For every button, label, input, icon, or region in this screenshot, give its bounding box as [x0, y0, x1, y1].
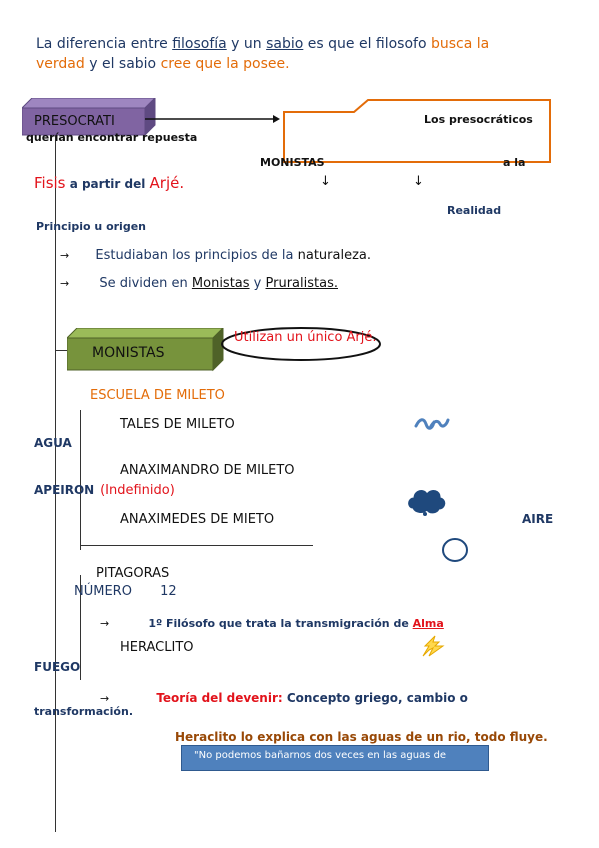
- intro-verdad: verdad: [36, 56, 85, 72]
- inner-line-1: [80, 410, 81, 550]
- numero-line: NÚMERO 12: [74, 584, 177, 599]
- anaximedes-text: ANAXIMEDES DE MIETO: [120, 512, 275, 527]
- presocraticos-shape: [283, 99, 551, 163]
- alma-line: → 1º Filósofo que trata la transmigració…: [100, 612, 444, 631]
- fisis-mid: a partir del: [65, 177, 150, 191]
- devenir-line: → Teoría del devenir: Concepto griego, c…: [100, 687, 468, 706]
- devenir-title: Teoría del devenir:: [156, 691, 283, 705]
- heraclito-rio-text: Heraclito lo explica con las aguas de un…: [175, 730, 548, 744]
- querian-text: querían encontrar repuesta: [26, 131, 198, 144]
- intro-filosofia: filosofía: [172, 36, 227, 52]
- left-timeline: [55, 130, 56, 832]
- quote-box: "No podemos bañarnos dos veces en las ag…: [181, 745, 489, 771]
- presocrati-label: PRESOCRATI: [34, 114, 115, 129]
- pruralistas-link: Pruralistas.: [265, 276, 338, 291]
- heraclito-text: HERACLITO: [120, 640, 194, 655]
- numero-value: 12: [160, 584, 177, 599]
- arrow-icon: →: [60, 249, 70, 262]
- water-waves-icon: [414, 418, 450, 430]
- principio-text: Principio u origen: [36, 220, 146, 233]
- intro-text: es que el filosofo: [303, 36, 431, 52]
- circle-air-icon: [442, 538, 468, 562]
- intro-line-2: verdad y el sabio cree que la posee.: [36, 56, 290, 72]
- inner-line-2: [80, 575, 81, 680]
- utilizan-text: Utilizan un único Arjé.: [234, 330, 377, 345]
- monistas-connector: [55, 350, 70, 351]
- bullet-1-text: Estudiaban los principios de la: [95, 248, 298, 263]
- monistas-small-text: MONISTAS: [260, 156, 325, 169]
- intro-line-1: La diferencia entre filosofía y un sabio…: [36, 36, 489, 52]
- anaximandro-text: ANAXIMANDRO DE MILETO: [120, 463, 295, 478]
- escuela-title: ESCUELA DE MILETO: [90, 388, 225, 403]
- a-la-text: a la: [503, 156, 526, 169]
- down-arrow-icon: ↓: [320, 174, 331, 189]
- transformacion-text: transformación.: [34, 705, 133, 718]
- intro-text: La diferencia entre: [36, 36, 173, 52]
- arrow-icon: →: [60, 277, 70, 290]
- numero-text: NÚMERO: [74, 584, 132, 599]
- fisis-line: Fisis a partir del Arjé.: [34, 173, 184, 192]
- cloud-icon: [408, 490, 446, 516]
- intro-sabio: sabio: [266, 36, 304, 52]
- apeiron-text: APEIRON: [34, 483, 95, 497]
- divider-line: [80, 545, 313, 546]
- lightning-fire-icon: [422, 635, 445, 657]
- tales-text: TALES DE MILETO: [120, 417, 235, 432]
- bullet-2-y: y: [249, 276, 266, 291]
- pitagoras-text: PITAGORAS: [96, 566, 170, 581]
- arrow-icon: →: [100, 617, 110, 630]
- realidad-text: Realidad: [447, 204, 502, 217]
- monistas-box: [67, 328, 224, 372]
- down-arrow-icon: ↓: [413, 174, 424, 189]
- presocrati-box: [22, 98, 156, 137]
- bullet-2: → Se dividen en Monistas y Pruralistas.: [60, 276, 338, 291]
- intro-text: y el sabio: [84, 56, 161, 72]
- naturaleza-text: naturaleza.: [297, 248, 371, 263]
- agua-text: AGUA: [34, 436, 72, 450]
- fuego-text: FUEGO: [34, 660, 81, 674]
- alma-text: 1º Filósofo que trata la transmigración …: [148, 617, 413, 630]
- fisis-word: Fisis: [34, 174, 66, 192]
- right-arrow-icon: [145, 115, 280, 123]
- intro-text: y un: [226, 36, 267, 52]
- presocraticos-text: Los presocráticos: [424, 113, 533, 126]
- intro-busca: busca la: [431, 36, 490, 52]
- devenir-text: Concepto griego, cambio o: [282, 691, 468, 705]
- bullet-2-text: Se dividen en: [99, 276, 192, 291]
- aire-text: AIRE: [522, 512, 554, 526]
- arje-word: Arjé.: [149, 174, 185, 192]
- bullet-1: → Estudiaban los principios de la natura…: [60, 248, 371, 263]
- apeiron-line: APEIRON (Indefinido): [34, 483, 175, 498]
- intro-cree: cree que la posee.: [160, 56, 290, 72]
- quote-text: "No podemos bañarnos dos veces en las ag…: [194, 750, 447, 761]
- alma-word: Alma: [412, 617, 444, 630]
- monistas-link: Monistas: [191, 276, 250, 291]
- arrow-icon: →: [100, 692, 110, 705]
- utilizan-ellipse: [221, 327, 381, 361]
- indefinido-text: (Indefinido): [100, 483, 175, 498]
- monistas-box-label: MONISTAS: [92, 345, 165, 361]
